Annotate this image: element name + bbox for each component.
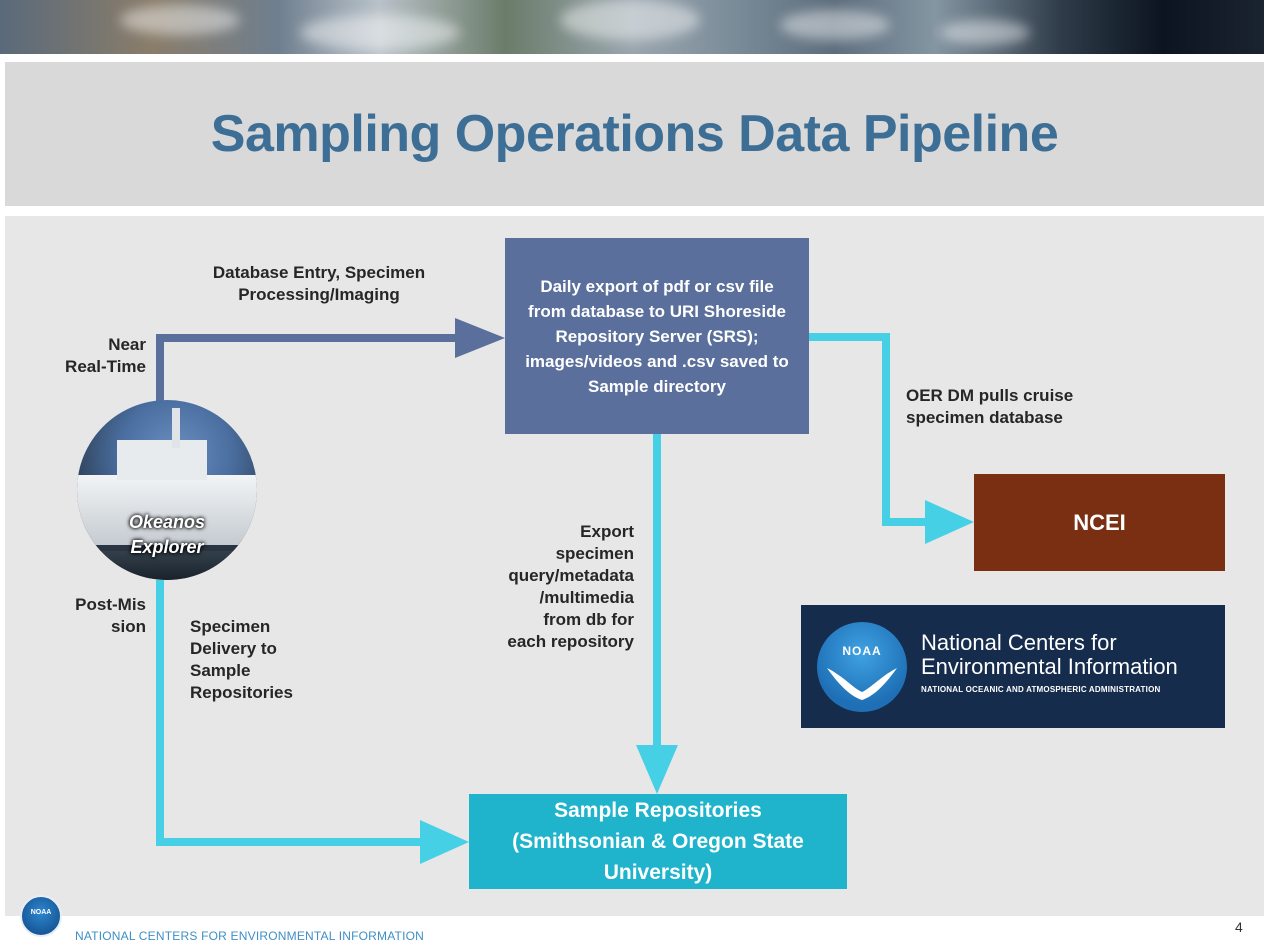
noaa-footer-logo-icon: NOAA [20, 895, 62, 937]
label-specimen-delivery: Specimen Delivery to Sample Repositories [190, 617, 293, 702]
footer-org-name: NATIONAL CENTERS FOR ENVIRONMENTAL INFOR… [75, 929, 424, 943]
ncei-box: NCEI [974, 474, 1225, 571]
repo-line-1: Sample Repositories [554, 799, 762, 822]
ncei-logo-line-2: Environmental Information [921, 654, 1178, 679]
arrowhead-repos-left [420, 820, 469, 864]
repo-line-3: University) [603, 861, 713, 884]
page-number: 4 [1235, 919, 1243, 935]
ncei-logo-line-3: NATIONAL OCEANIC AND ATMOSPHERIC ADMINIS… [921, 685, 1161, 694]
ncei-box-label: NCEI [1073, 509, 1126, 535]
noaa-bird-icon [827, 668, 897, 700]
arrowhead-srs [455, 318, 505, 358]
arrow-ship-to-srs [156, 334, 460, 410]
title-band: Sampling Operations Data Pipeline [5, 62, 1264, 206]
srs-box-text: Daily export of pdf or csv file from dat… [525, 276, 789, 396]
page-title: Sampling Operations Data Pipeline [210, 105, 1059, 163]
label-oer-dm: OER DM pulls cruise specimen database [906, 386, 1074, 427]
repo-line-2: (Smithsonian & Oregon State [512, 830, 804, 853]
label-database-entry: Database Entry, Specimen Processing/Imag… [212, 263, 426, 304]
arrowhead-ncei [925, 500, 974, 544]
noaa-emblem-icon: NOAA [817, 622, 907, 712]
srs-box: Daily export of pdf or csv file from dat… [505, 238, 809, 434]
sample-repositories-box: Sample Repositories (Smithsonian & Orego… [469, 794, 847, 889]
satellite-banner [0, 0, 1264, 54]
arrowhead-repos-top [636, 745, 678, 794]
label-near-real-time: Near Real-Time [65, 335, 146, 376]
ship-photo: Okeanos Explorer [77, 400, 257, 580]
arrow-srs-to-ncei [809, 333, 930, 526]
ncei-logo: NOAA National Centers for Environmental … [801, 605, 1225, 728]
arrow-ship-to-repos [156, 580, 425, 846]
label-export-specimen: Export specimen query/metadata /multimed… [507, 522, 634, 651]
label-post-mission: Post-Mis sion [75, 595, 146, 636]
ncei-logo-line-1: National Centers for [921, 630, 1117, 655]
ship-name: Okeanos Explorer [128, 512, 206, 557]
